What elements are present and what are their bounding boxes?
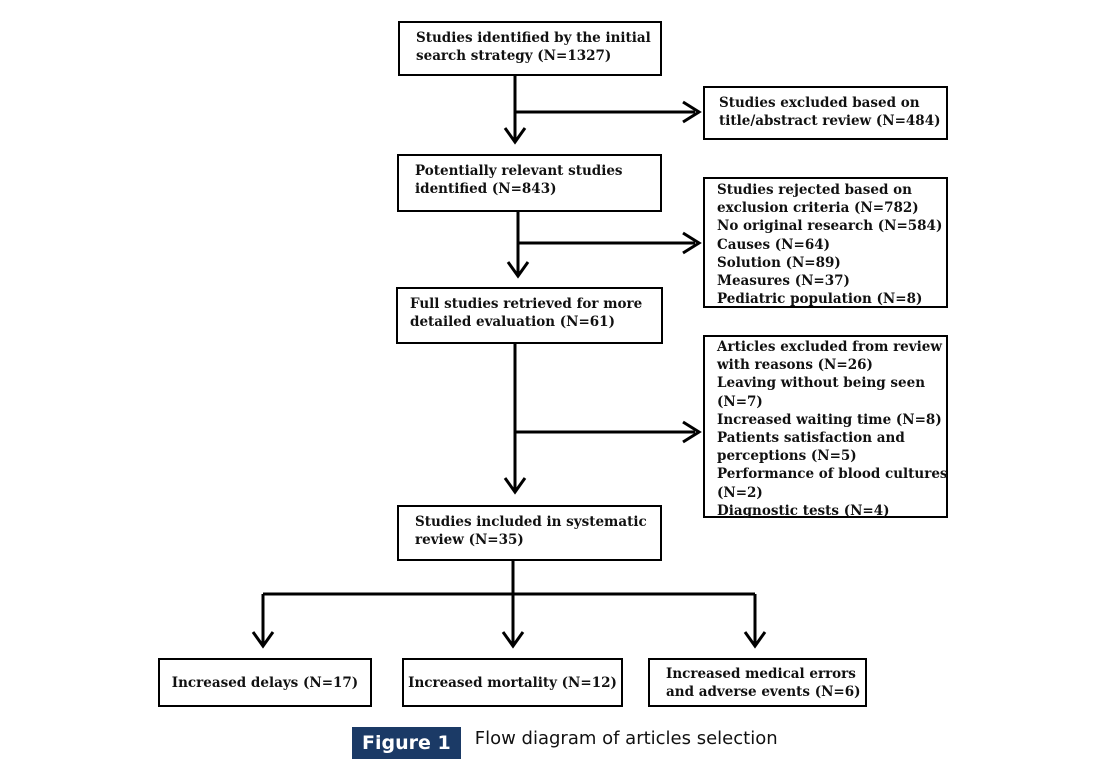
arrowhead-to-included (503, 477, 527, 495)
box-line: identified (N=843) (415, 181, 557, 197)
box-line: Studies identified by the initial (416, 30, 651, 46)
figure-caption: Figure 1 Flow diagram of articles select… (352, 726, 778, 760)
arrowhead-to-excluded-title (682, 100, 702, 124)
box-line: Patients satisfaction and (717, 430, 905, 447)
arrowhead-to-relevant (503, 127, 527, 145)
figure-title: Flow diagram of articles selection (474, 727, 778, 749)
box-line: Solution (N=89) (717, 254, 841, 271)
figure-label: Figure 1 (352, 727, 461, 759)
box-line: and adverse events (N=6) (666, 683, 861, 700)
box-line: search strategy (N=1327) (416, 48, 612, 64)
box-line: Leaving without being seen (717, 375, 926, 392)
arrowhead-to-rejected (682, 231, 702, 255)
box-line: (N=2) (717, 484, 763, 501)
box-rejected-exclusion: Studies rejected based on exclusion crit… (703, 177, 948, 308)
box-line: review (N=35) (415, 532, 524, 548)
box-line: Full studies retrieved for more (410, 296, 643, 312)
box-line: Studies included in systematic (415, 514, 647, 530)
arrowhead-to-delays (251, 631, 275, 649)
box-line: Potentially relevant studies (415, 163, 623, 179)
arrowhead-to-mortality (501, 631, 525, 649)
box-excluded-review: Articles excluded from review with reaso… (703, 335, 948, 519)
arrowhead-to-excluded-review (682, 420, 702, 444)
box-line: Articles excluded from review (717, 339, 942, 355)
arrowhead-to-errors (743, 631, 767, 649)
box-line: Studies rejected based on (717, 182, 912, 198)
box-line: (N=7) (717, 393, 763, 410)
box-potentially-relevant: Potentially relevant studies identified … (397, 154, 662, 212)
box-line: Pediatric population (N=8) (717, 291, 923, 308)
box-line: with reasons (N=26) (717, 357, 873, 374)
box-line: Increased delays (N=17) (171, 674, 359, 691)
box-outcome-delays: Increased delays (N=17) (158, 658, 372, 707)
arrowhead-to-full (506, 261, 530, 279)
box-line: No original research (N=584) (717, 218, 943, 235)
box-line: Increased mortality (N=12) (408, 674, 617, 691)
box-studies-identified: Studies identified by the initial search… (398, 21, 662, 76)
box-line: Measures (N=37) (717, 273, 850, 290)
box-line: title/abstract review (N=484) (719, 113, 941, 129)
box-excluded-title: Studies excluded based on title/abstract… (703, 86, 948, 140)
box-full-studies: Full studies retrieved for more detailed… (396, 287, 663, 344)
box-line: detailed evaluation (N=61) (410, 314, 615, 330)
box-line: exclusion criteria (N=782) (717, 200, 919, 217)
box-line: Causes (N=64) (717, 236, 831, 253)
box-line: Studies excluded based on (719, 95, 920, 111)
box-line: Performance of blood cultures (717, 466, 948, 483)
box-studies-included: Studies included in systematic review (N… (397, 505, 662, 561)
box-outcome-mortality: Increased mortality (N=12) (402, 658, 623, 707)
box-line: perceptions (N=5) (717, 448, 857, 465)
box-line: Increased waiting time (N=8) (717, 411, 942, 428)
box-line: Diagnostic tests (N=4) (717, 502, 890, 519)
box-outcome-errors: Increased medical errors and adverse eve… (648, 658, 867, 707)
box-line: Increased medical errors (666, 665, 856, 682)
